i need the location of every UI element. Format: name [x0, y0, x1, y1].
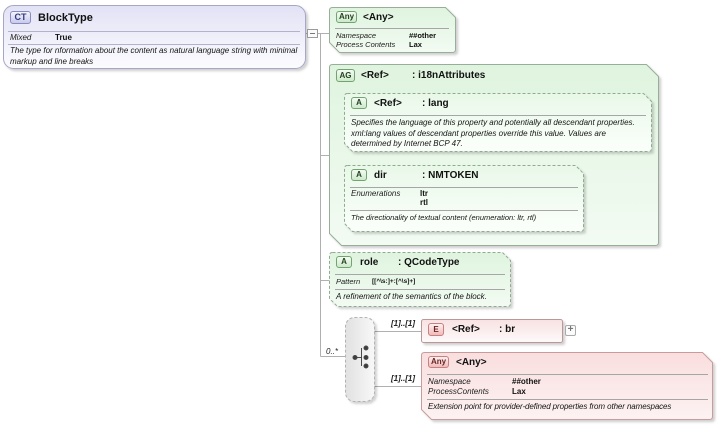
- any-attribute-box[interactable]: [329, 7, 456, 53]
- complex-type-box[interactable]: [3, 5, 306, 69]
- process-contents-label: ProcessContents: [428, 387, 489, 396]
- expand-button[interactable]: +: [565, 325, 576, 336]
- enumeration-value-ltr: ltr: [420, 189, 428, 198]
- attribute-group-badge: AG: [336, 69, 355, 82]
- lang-attribute-type: : lang: [422, 98, 449, 109]
- mixed-value: True: [55, 33, 72, 42]
- dir-attribute-name: dir: [374, 170, 387, 181]
- br-element-name: <Ref>: [452, 324, 480, 335]
- pattern-value: [[^\s:]+:[^\s]+]: [372, 278, 416, 285]
- divider: [427, 374, 708, 375]
- divider: [350, 187, 578, 188]
- br-element-type: : br: [499, 324, 516, 335]
- dir-attribute-type: : NMTOKEN: [422, 170, 479, 181]
- any-element-badge: Any: [428, 356, 449, 368]
- namespace-value: ##other: [409, 31, 437, 40]
- any-element-title: <Any>: [456, 357, 487, 368]
- role-attribute-type: : QCodeType: [398, 257, 460, 268]
- divider: [350, 115, 646, 116]
- complex-type-title: BlockType: [38, 12, 93, 24]
- role-attribute-badge: A: [336, 256, 352, 268]
- mixed-label: Mixed: [10, 33, 32, 42]
- enumerations-label: Enumerations: [351, 189, 401, 198]
- collapse-handle[interactable]: [307, 29, 318, 38]
- collapse-dash-icon: [310, 33, 315, 34]
- any-element-box[interactable]: [421, 352, 713, 420]
- dir-attribute-description: The directionality of textual content (e…: [351, 213, 537, 222]
- namespace-label: Namespace: [428, 377, 471, 386]
- divider: [335, 289, 505, 290]
- divider: [8, 44, 300, 45]
- any-element-description: Extension point for provider-defined pro…: [428, 402, 672, 411]
- role-attribute-description: A refinement of the semantics of the blo…: [336, 292, 487, 301]
- br-element-box[interactable]: [421, 319, 563, 343]
- choice-cardinality: 0..*: [326, 347, 339, 356]
- br-element-badge: E: [428, 323, 444, 336]
- lang-attribute-description: Specifies the language of this property …: [351, 118, 635, 148]
- attribute-group-name: <Ref>: [361, 70, 389, 81]
- namespace-value: ##other: [512, 377, 541, 386]
- process-contents-value: Lax: [409, 40, 422, 49]
- br-branch-cardinality: [1]..[1]: [391, 319, 415, 328]
- role-attribute-name: role: [360, 257, 379, 268]
- choice-compositor-box[interactable]: [345, 317, 375, 402]
- lang-attribute-box[interactable]: [344, 93, 652, 152]
- any-branch-cardinality: [1]..[1]: [391, 374, 415, 383]
- enumeration-value-rtl: rtl: [420, 198, 428, 207]
- role-attribute-box[interactable]: [329, 252, 511, 307]
- namespace-label: Namespace: [336, 31, 377, 40]
- process-contents-label: Process Contents: [336, 40, 396, 49]
- complex-type-description: The type for nformation about the conten…: [10, 46, 298, 66]
- attribute-group-type: : i18nAttributes: [412, 70, 486, 81]
- dir-attribute-badge: A: [351, 169, 367, 181]
- divider: [335, 28, 449, 29]
- any-attribute-title: <Any>: [363, 12, 394, 23]
- process-contents-value: Lax: [512, 387, 526, 396]
- dir-attribute-box[interactable]: [344, 165, 584, 232]
- pattern-label: Pattern: [336, 277, 361, 286]
- divider: [8, 31, 300, 32]
- lang-attribute-badge: A: [351, 97, 367, 109]
- lang-attribute-name: <Ref>: [374, 98, 402, 109]
- complex-type-badge: CT: [10, 11, 31, 24]
- divider: [427, 399, 708, 400]
- divider: [335, 274, 505, 275]
- divider: [350, 210, 578, 211]
- any-attribute-badge: Any: [336, 11, 357, 23]
- choice-icon: [352, 345, 369, 369]
